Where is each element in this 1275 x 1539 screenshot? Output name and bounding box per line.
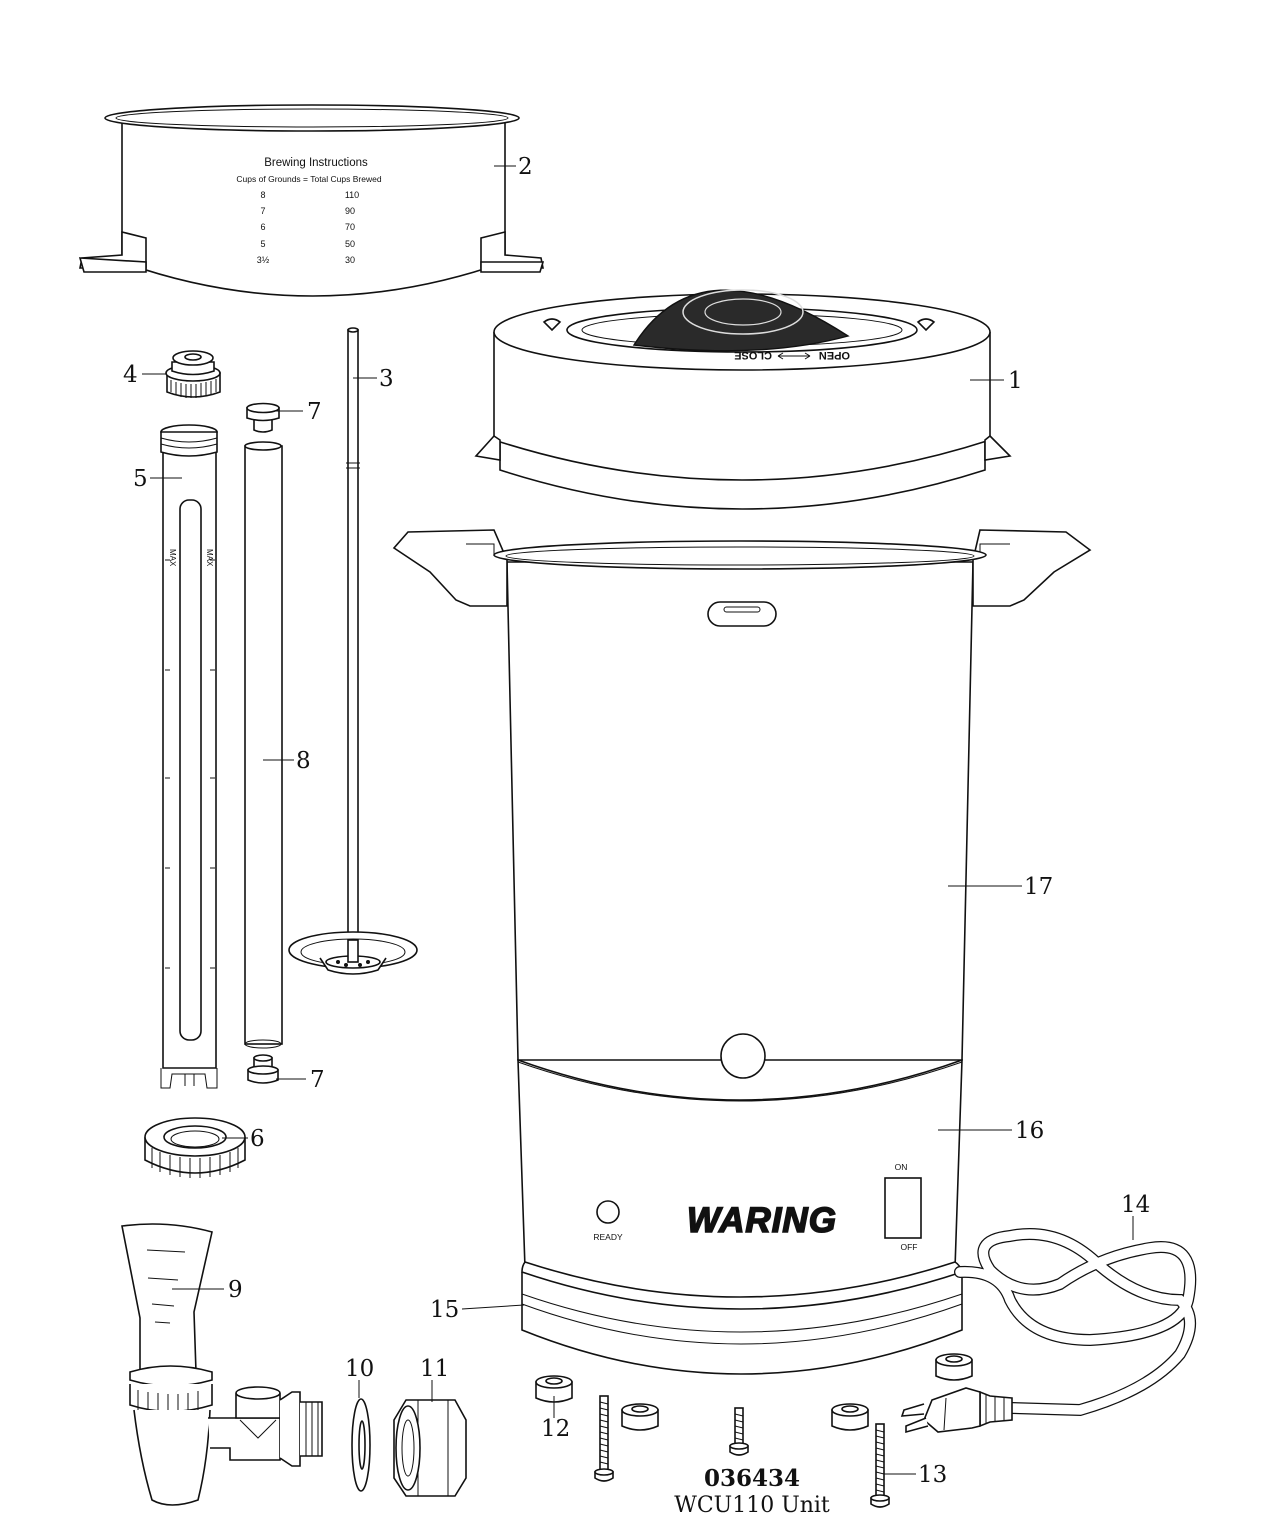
urn-lid: OPEN CLOSE bbox=[474, 289, 1012, 510]
basket-cups-5: 30 bbox=[345, 255, 355, 265]
basket-title: Brewing Instructions bbox=[264, 157, 368, 169]
brand-logo: WARING bbox=[687, 1201, 837, 1240]
label-6: 6 bbox=[250, 1126, 265, 1152]
label-16: 16 bbox=[1015, 1118, 1044, 1144]
lid-open-label: OPEN bbox=[819, 349, 850, 361]
part-number-labels: 1 2 3 4 5 6 7 7 8 9 10 11 12 13 14 15 16… bbox=[123, 154, 1150, 1488]
label-7-bottom: 7 bbox=[310, 1067, 325, 1093]
on-label: ON bbox=[895, 1162, 908, 1172]
screw-2 bbox=[729, 1407, 749, 1456]
basket-subtitle: Cups of Grounds = Total Cups Brewed bbox=[236, 174, 381, 184]
gauge-glass-tube: MAX MAX bbox=[160, 424, 218, 1089]
washer bbox=[351, 1398, 371, 1492]
basket-cups-3: 70 bbox=[345, 222, 355, 232]
gauge-cap bbox=[165, 350, 221, 398]
label-17: 17 bbox=[1024, 874, 1053, 900]
label-4: 4 bbox=[123, 362, 138, 388]
label-11: 11 bbox=[420, 1356, 449, 1382]
tube-seal-top bbox=[246, 402, 280, 433]
rubber-foot-3 bbox=[831, 1403, 869, 1431]
label-10: 10 bbox=[345, 1356, 374, 1382]
screw-3 bbox=[870, 1423, 890, 1508]
label-5: 5 bbox=[133, 466, 148, 492]
hex-nut bbox=[393, 1399, 467, 1497]
screw-1 bbox=[594, 1395, 614, 1482]
label-7-top: 7 bbox=[307, 399, 322, 425]
label-13: 13 bbox=[918, 1462, 947, 1488]
basket-cups-1: 110 bbox=[345, 190, 359, 200]
svg-text:MAX: MAX bbox=[205, 549, 214, 567]
lid-close-label: CLOSE bbox=[734, 349, 772, 361]
basket-cups-4: 50 bbox=[345, 239, 355, 249]
rubber-foot-4 bbox=[935, 1353, 973, 1381]
pump-tube bbox=[288, 327, 418, 975]
svg-text:MAX: MAX bbox=[168, 549, 177, 567]
label-9: 9 bbox=[228, 1277, 243, 1303]
part-number: 036434 bbox=[704, 1465, 800, 1492]
unit-name: WCU110 Unit bbox=[674, 1493, 830, 1518]
label-15: 15 bbox=[430, 1297, 459, 1323]
power-cord bbox=[900, 1228, 1197, 1434]
urn-body: READY WARING ON OFF bbox=[392, 529, 1092, 1375]
lock-nut bbox=[144, 1117, 246, 1178]
faucet bbox=[121, 1223, 323, 1506]
label-12: 12 bbox=[541, 1416, 570, 1442]
label-14: 14 bbox=[1121, 1192, 1150, 1218]
basket-grounds-4: 5 bbox=[260, 239, 265, 249]
rubber-foot-1 bbox=[535, 1375, 573, 1403]
basket-grounds-2: 7 bbox=[260, 206, 265, 216]
basket-grounds-5: 3½ bbox=[257, 255, 270, 265]
rubber-foot-2 bbox=[621, 1403, 659, 1431]
basket-grounds-1: 8 bbox=[260, 190, 265, 200]
ready-label: READY bbox=[593, 1232, 623, 1242]
leader-lines bbox=[142, 165, 1134, 1475]
inner-tube bbox=[244, 441, 283, 1049]
basket-grounds-3: 6 bbox=[260, 222, 265, 232]
label-2: 2 bbox=[518, 154, 533, 180]
label-8: 8 bbox=[296, 748, 311, 774]
filter-basket: Brewing Instructions Cups of Grounds = T… bbox=[78, 104, 545, 297]
off-label: OFF bbox=[901, 1242, 918, 1252]
label-3: 3 bbox=[379, 366, 394, 392]
diagram-caption: 036434 WCU110 Unit bbox=[674, 1465, 830, 1518]
tube-seal-bottom bbox=[247, 1054, 279, 1084]
label-1: 1 bbox=[1008, 368, 1023, 394]
basket-cups-2: 90 bbox=[345, 206, 355, 216]
